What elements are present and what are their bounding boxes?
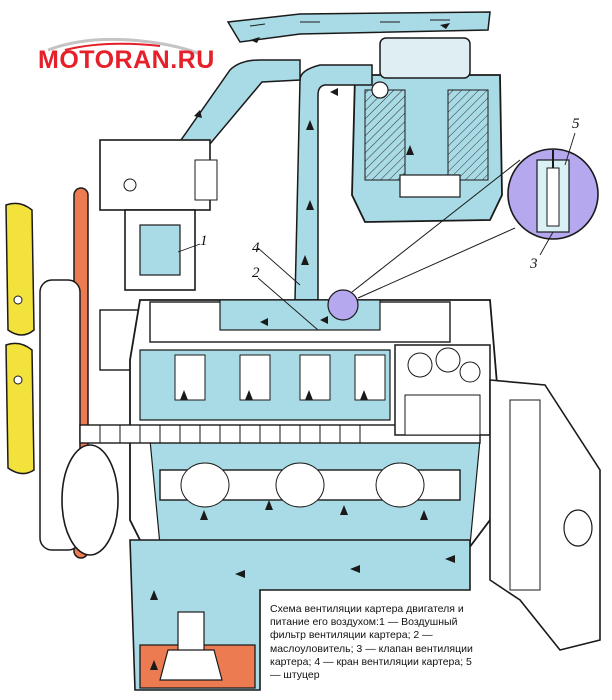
bell-housing (489, 379, 601, 651)
label-1: 1 (200, 233, 208, 249)
engine-block (79, 299, 501, 561)
oil-pan (129, 539, 471, 691)
label-4: 4 (252, 240, 260, 256)
valve-detail-inset (507, 148, 599, 240)
air-filter-housing (351, 37, 503, 223)
piston-section (394, 344, 491, 436)
compressor-assembly (99, 139, 218, 291)
leader-lines (177, 132, 576, 331)
diagram-caption: Схема вентиляции картера двигателя и пит… (270, 603, 473, 682)
site-logo[interactable]: MOTORAN.RU (30, 36, 220, 86)
fan-blades (5, 202, 35, 475)
pulleys (39, 279, 141, 556)
car-silhouette-icon (47, 37, 201, 56)
label-3: 3 (530, 256, 538, 272)
label-2: 2 (252, 265, 260, 281)
valve-highlight (327, 159, 521, 321)
airflow-arrows (150, 23, 455, 670)
logo-text: MOTORAN.RU (38, 46, 215, 74)
label-5: 5 (572, 116, 580, 132)
top-intake-duct (226, 11, 491, 43)
